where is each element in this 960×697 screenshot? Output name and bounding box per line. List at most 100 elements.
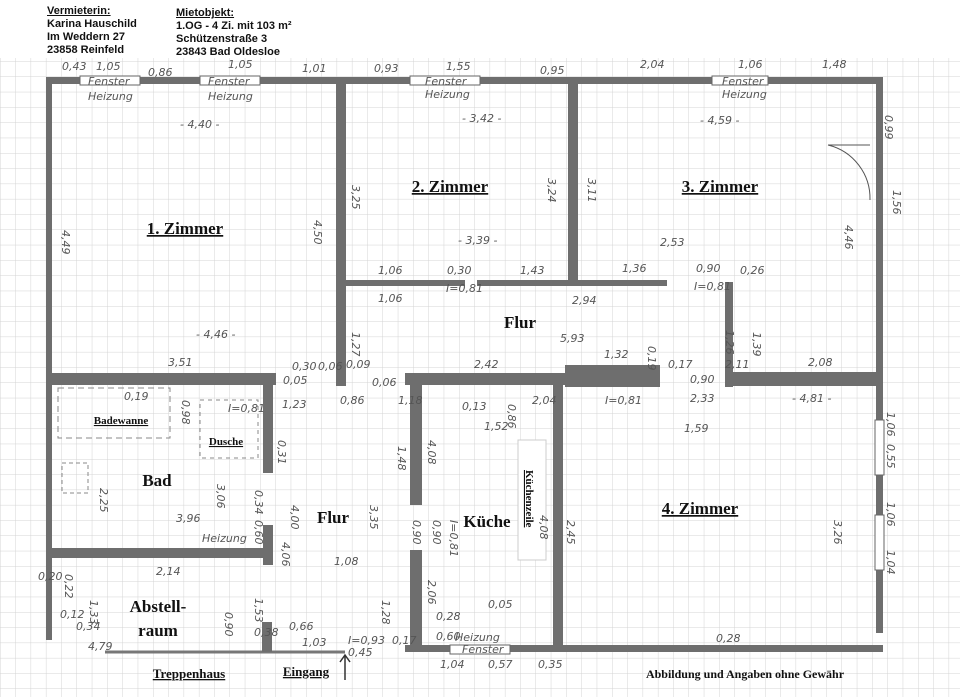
dimension-label: 0,43 bbox=[62, 60, 87, 73]
dimension-label: 1,01 bbox=[302, 62, 327, 75]
wall-zimmer2-flur-b bbox=[477, 280, 667, 286]
dimension-label: 1,06 bbox=[738, 58, 763, 71]
dimension-label: 0,22 bbox=[62, 574, 75, 599]
dimension-label: 3,25 bbox=[349, 185, 362, 210]
entrance-arrow-icon bbox=[339, 653, 351, 680]
dimension-label: 5,93 bbox=[560, 332, 585, 345]
dimension-label: 0,60 bbox=[436, 630, 461, 643]
room-zimmer1: 1. Zimmer bbox=[147, 219, 224, 238]
dimension-label: 0,45 bbox=[348, 646, 373, 659]
dimension-label: 3,96 bbox=[176, 512, 201, 525]
heater-label: Heizung bbox=[208, 90, 253, 103]
dimension-label: 0,90 bbox=[222, 612, 235, 637]
wall-abstell-right bbox=[262, 622, 272, 652]
dimension-label: 0,13 bbox=[462, 400, 487, 413]
wall-bad-top bbox=[46, 373, 276, 385]
window bbox=[874, 419, 885, 476]
shower bbox=[199, 399, 259, 459]
dimension-label: 1,04 bbox=[884, 550, 897, 575]
window-label: Fenster bbox=[462, 643, 505, 656]
dimension-label: 2,04 bbox=[640, 58, 665, 71]
dimension-label: 0,57 bbox=[488, 658, 513, 671]
room-flur-bottom: Flur bbox=[317, 508, 350, 527]
dimension-label: 0,06 bbox=[318, 360, 343, 373]
dimension-label: 0,31 bbox=[275, 440, 288, 465]
dimension-label: I=0,93 bbox=[348, 634, 385, 647]
dimension-label: 4,00 bbox=[288, 505, 301, 530]
property-desc: 1.OG - 4 Zi. mit 103 m² bbox=[176, 20, 292, 32]
room-zimmer2: 2. Zimmer bbox=[412, 177, 489, 196]
landlord-street: Im Weddern 27 bbox=[47, 31, 126, 43]
dimension-label: 1,32 bbox=[604, 348, 629, 361]
wall-zimmer1-zimmer2 bbox=[336, 80, 346, 386]
dimension-label: 2,25 bbox=[97, 488, 110, 513]
dimension-label: 3,35 bbox=[367, 505, 380, 530]
dimension-label: 1,39 bbox=[750, 332, 763, 357]
dimension-label: 1,27 bbox=[349, 332, 362, 357]
heater-label: Heizung bbox=[88, 90, 133, 103]
dimension-label: 1,55 bbox=[446, 60, 471, 73]
dimension-label: 0,12 bbox=[60, 608, 85, 621]
room-zimmer4: 4. Zimmer bbox=[662, 499, 739, 518]
window bbox=[409, 75, 481, 86]
dimension-label: 0,09 bbox=[346, 358, 371, 371]
dimension-label: 0,17 bbox=[668, 358, 693, 371]
dimension-label: - 4,46 - bbox=[196, 328, 235, 341]
property-street: Schützenstraße 3 bbox=[176, 33, 268, 45]
dimension-label: 1,23 bbox=[282, 398, 307, 411]
dimension-label: 0,90 bbox=[430, 520, 443, 545]
dimension-label: I=0,81 bbox=[605, 394, 642, 407]
window bbox=[711, 75, 769, 86]
dimension-label: 0,95 bbox=[540, 64, 565, 77]
room-abstell-1: Abstell- bbox=[130, 597, 187, 616]
wall-zimmer4-top bbox=[730, 372, 880, 386]
dimension-label: 1,56 bbox=[890, 190, 903, 215]
room-labels: 1. Zimmer 2. Zimmer 3. Zimmer 4. Zimmer … bbox=[94, 177, 759, 640]
room-flur-top: Flur bbox=[504, 313, 537, 332]
dimension-label: 3,24 bbox=[545, 178, 558, 203]
label-eingang: Eingang bbox=[283, 664, 330, 679]
window-label: Fenster bbox=[722, 75, 765, 88]
dimension-label: 0,26 bbox=[740, 264, 765, 277]
dimension-label: - 4,40 - bbox=[180, 118, 219, 131]
dimension-label: 1,05 bbox=[228, 58, 253, 71]
dimension-label: 0,28 bbox=[436, 610, 461, 623]
dimension-label: 4,50 bbox=[311, 220, 324, 245]
dimension-label: 4,08 bbox=[425, 440, 438, 465]
heater-label: Heizung bbox=[202, 532, 247, 545]
landlord-block: Vermieterin: Karina Hauschild Im Weddern… bbox=[47, 5, 137, 57]
dimension-label: 3,26 bbox=[831, 520, 844, 545]
wall-kueche-left-b bbox=[410, 550, 422, 650]
heater-label: Heizung bbox=[425, 88, 470, 101]
wall-bad-bottom bbox=[46, 548, 271, 558]
wall-abstell-left bbox=[46, 570, 52, 640]
dimension-label: 0,05 bbox=[488, 598, 513, 611]
label-dusche: Dusche bbox=[209, 436, 243, 448]
label-kuechenzeile: Küchenzeile bbox=[523, 470, 535, 528]
dimension-label: 1,03 bbox=[302, 636, 327, 649]
room-abstell-2: raum bbox=[138, 621, 178, 640]
window-label: Fenster bbox=[88, 75, 131, 88]
dimension-label: 3,51 bbox=[168, 356, 193, 369]
wall-chimney bbox=[565, 365, 660, 387]
dimension-label: 0,34 bbox=[76, 620, 101, 633]
dimension-label: 1,52 bbox=[484, 420, 509, 433]
window bbox=[199, 75, 261, 86]
dimension-label: 0,60 bbox=[252, 520, 265, 545]
label-badewanne: Badewanne bbox=[94, 415, 149, 427]
wall-zimmer2-flur-a bbox=[345, 280, 465, 286]
wall-kueche-top bbox=[405, 373, 565, 385]
dimension-label: 2,94 bbox=[572, 294, 597, 307]
dimension-label: 0,20 bbox=[38, 570, 63, 583]
dimension-label: 1,06 bbox=[884, 502, 897, 527]
footer: Treppenhaus Eingang Abbildung und Angabe… bbox=[153, 653, 845, 681]
dimension-label: 3,11 bbox=[585, 178, 598, 203]
dimension-label: 0,34 bbox=[252, 490, 265, 515]
wall-bad-right-b bbox=[263, 525, 273, 565]
bad-wall-left bbox=[46, 375, 52, 640]
window bbox=[874, 514, 885, 571]
room-zimmer3: 3. Zimmer bbox=[682, 177, 759, 196]
dimension-label: 2,33 bbox=[690, 392, 715, 405]
outer-wall-left bbox=[46, 77, 52, 377]
